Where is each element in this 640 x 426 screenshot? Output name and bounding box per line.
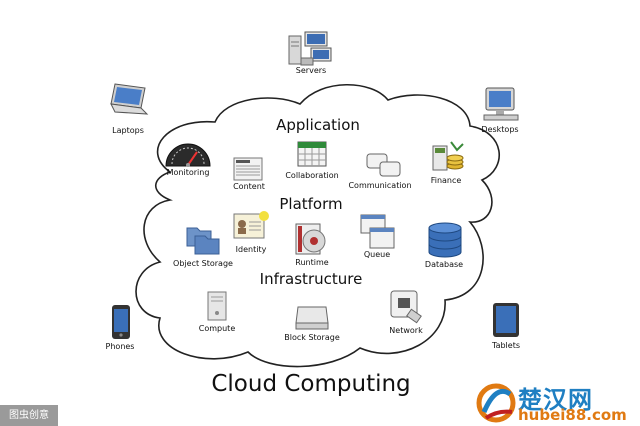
brand-name: 楚汉网 <box>518 386 593 414</box>
collaboration-calendar-icon <box>297 141 327 167</box>
collaboration-label: Collaboration <box>285 171 339 180</box>
tablets-label: Tablets <box>492 341 520 350</box>
runtime-disc-box-icon <box>295 223 326 255</box>
desktop-icon <box>483 87 519 121</box>
laptop-icon <box>110 83 149 115</box>
block-storage-drive-icon <box>295 306 329 330</box>
phone-icon <box>112 305 130 339</box>
servers-label: Servers <box>295 66 327 75</box>
phones-label: Phones <box>105 342 135 351</box>
monitoring-label: Monitoring <box>166 168 210 177</box>
database-label: Database <box>424 260 464 269</box>
desktops-label: Desktops <box>481 125 519 134</box>
object-storage-label: Object Storage <box>173 259 233 268</box>
brand-url: hubei88.com <box>518 406 627 424</box>
identity-card-icon <box>233 211 269 239</box>
tablet-icon <box>493 303 519 337</box>
compute-tower-icon <box>207 291 227 321</box>
communication-chat-icon <box>366 153 401 177</box>
network-label: Network <box>389 326 423 335</box>
brand-logo-icon <box>476 383 516 423</box>
diagram-title: Cloud Computing <box>211 371 411 397</box>
database-cylinder-icon <box>428 222 462 258</box>
content-label: Content <box>233 182 265 191</box>
monitoring-gauge-icon <box>165 143 211 167</box>
compute-label: Compute <box>198 324 236 333</box>
content-newspaper-icon <box>233 157 263 181</box>
tuchong-watermark: 图虫创意 <box>0 405 58 426</box>
runtime-label: Runtime <box>295 258 329 267</box>
communication-label: Communication <box>348 181 412 190</box>
block-storage-label: Block Storage <box>284 333 340 342</box>
identity-label: Identity <box>235 245 267 254</box>
queue-windows-icon <box>360 214 395 249</box>
servers-icon <box>288 31 332 66</box>
brand-watermark: 楚汉网 hubei88.com <box>474 380 634 426</box>
finance-label: Finance <box>430 176 462 185</box>
laptops-label: Laptops <box>112 126 144 135</box>
application-heading: Application <box>276 116 360 134</box>
platform-heading: Platform <box>279 195 343 213</box>
network-port-icon <box>390 290 422 324</box>
finance-coins-icon <box>432 141 464 171</box>
infrastructure-heading: Infrastructure <box>259 270 363 288</box>
queue-label: Queue <box>363 250 391 259</box>
object-storage-folder-icon <box>186 227 220 255</box>
